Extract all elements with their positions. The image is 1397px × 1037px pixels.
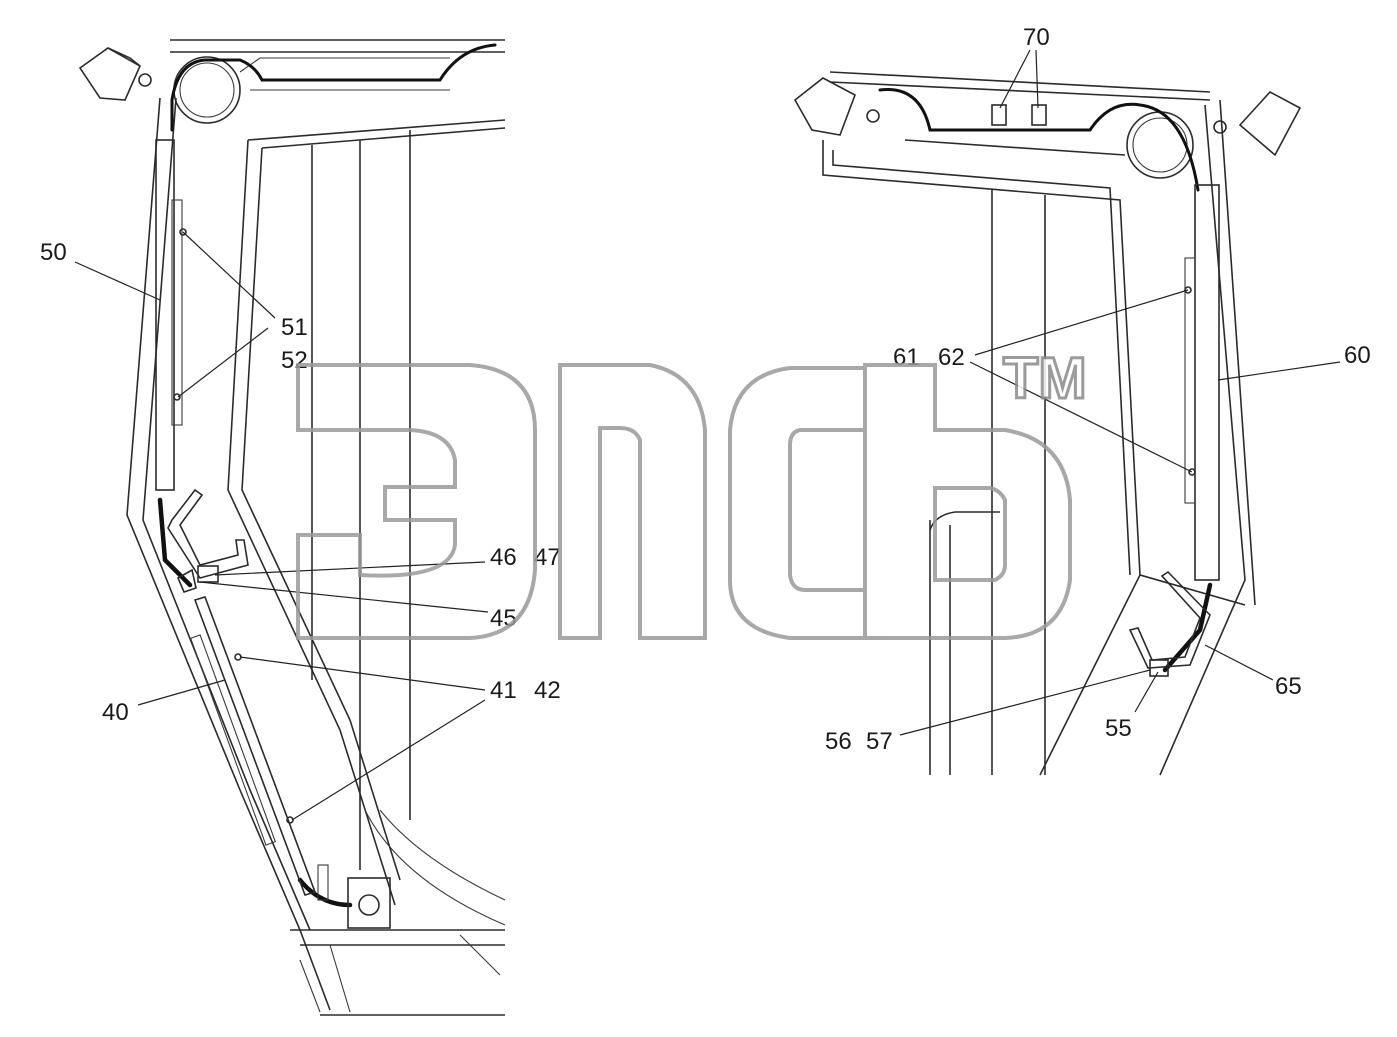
callout-52: 52 [281, 347, 308, 374]
left-lamp [78, 47, 450, 124]
left-cab-frame [126, 39, 506, 1016]
callout-47: 47 [534, 544, 561, 571]
callout-40: 40 [102, 699, 129, 726]
left-callout-labels: 50 51 52 46 47 45 41 42 40 [40, 239, 561, 726]
callout-65: 65 [1275, 673, 1302, 700]
callout-55: 55 [1105, 715, 1132, 742]
callout-46: 46 [490, 544, 517, 571]
callout-62: 62 [938, 344, 965, 371]
callout-50: 50 [40, 239, 67, 266]
callout-51: 51 [281, 314, 308, 341]
watermark-logo: TM [296, 345, 1088, 640]
right-cab-frame [822, 71, 1256, 776]
trademark-mark: TM [1003, 346, 1087, 411]
right-callout-labels: 70 61 62 60 65 55 56 57 [825, 24, 1371, 755]
left-leader-lines [74, 231, 489, 821]
callout-57: 57 [866, 728, 893, 755]
callout-41: 41 [490, 677, 517, 704]
callout-70: 70 [1023, 24, 1050, 51]
right-wire-harness [878, 88, 1220, 677]
callout-42: 42 [534, 677, 561, 704]
callout-60: 60 [1344, 342, 1371, 369]
callout-56: 56 [825, 728, 852, 755]
right-leader-lines [899, 49, 1341, 736]
